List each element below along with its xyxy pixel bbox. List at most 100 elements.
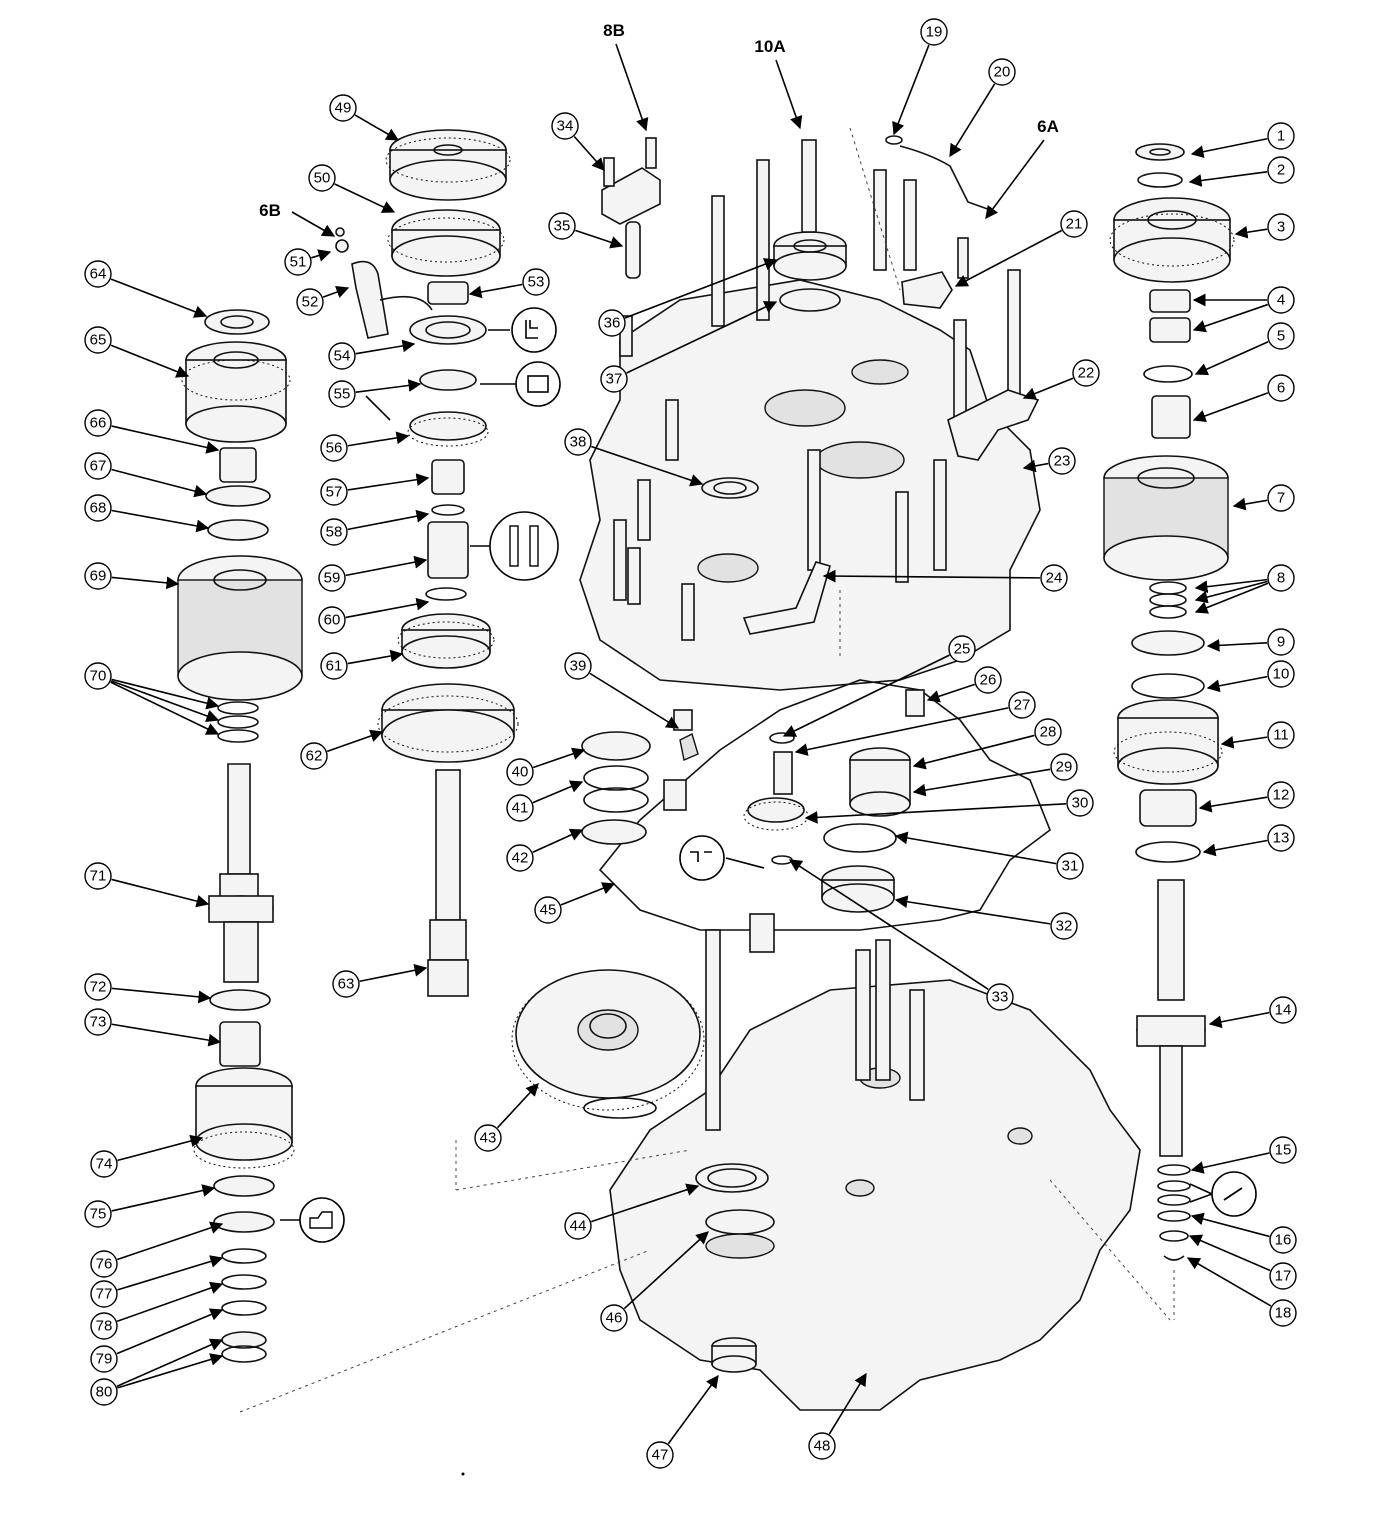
leader-arrow-25: [782, 654, 950, 737]
callout-bubble-36: [598, 309, 626, 337]
leader-arrow-63: [359, 963, 428, 983]
callout-3: 3: [1277, 219, 1285, 236]
callout-75: 75: [90, 1206, 107, 1223]
leader-arrow-56: [347, 431, 410, 447]
right-shaft-assembly: [1103, 143, 1235, 1320]
leader-arrow-57: [347, 473, 430, 491]
leader-arrow-23: [1022, 459, 1049, 473]
leader-arrow-8: [1194, 580, 1268, 604]
callout-46: 46: [606, 1310, 623, 1327]
callout-bubble-26: [974, 666, 1002, 694]
callout-bubble-37: [600, 365, 628, 393]
callout-47: 47: [652, 1447, 669, 1464]
callout-5: 5: [1277, 328, 1285, 345]
leader-arrow-78: [116, 1281, 224, 1323]
callout-bubble-25: [948, 635, 976, 663]
callout-30: 30: [1072, 795, 1089, 812]
callout-bubble-7: [1267, 484, 1295, 512]
callout-34: 34: [557, 118, 574, 135]
dowel-pin-icon: [679, 835, 725, 881]
gear-30: [743, 797, 809, 831]
callout-32: 32: [1056, 918, 1073, 935]
diff-gear-43: [511, 969, 705, 1119]
hose-20: [899, 145, 997, 213]
callout-59: 59: [324, 570, 341, 587]
callout-20: 20: [994, 64, 1011, 81]
leader-arrow-71: [111, 878, 210, 908]
leader-arrow-48: [828, 1372, 867, 1435]
shaft-14: [1136, 879, 1206, 1157]
callout-bubble-30: [1066, 789, 1094, 817]
leader-arrow-10: [1206, 675, 1268, 693]
callout-69: 69: [90, 568, 107, 585]
callout-bubble-79: [90, 1345, 118, 1373]
callout-bubble-8: [1267, 564, 1295, 592]
middle-shaft-assembly: [335, 129, 519, 997]
leader-arrow-38: [591, 445, 704, 487]
callout-53: 53: [528, 274, 545, 291]
callout-bubble-32: [1050, 912, 1078, 940]
leader-arrow-29: [912, 768, 1051, 797]
callout-bubble-5: [1267, 322, 1295, 350]
leader-arrow-54: [355, 339, 416, 355]
callout-bubble-70: [84, 662, 112, 690]
callout-bubble-16: [1269, 1226, 1297, 1254]
callout-bubble-3: [1267, 213, 1295, 241]
leader-arrow-15: [1190, 1152, 1270, 1174]
callout-bubble-66: [84, 409, 112, 437]
ref-label-10a: 10A: [754, 37, 785, 56]
leader-arrow-60: [345, 597, 430, 619]
callout-bubble-17: [1269, 1262, 1297, 1290]
callout-26: 26: [980, 672, 997, 689]
callout-bubble-61: [320, 652, 348, 680]
callout-bubble-73: [84, 1008, 112, 1036]
snap-ring-icon: [1211, 1171, 1257, 1217]
callout-51: 51: [290, 254, 307, 271]
callout-76: 76: [96, 1256, 113, 1273]
leader-arrow-73: [111, 1023, 222, 1047]
callout-45: 45: [540, 902, 557, 919]
callout-2: 2: [1277, 162, 1285, 179]
upper-housing: [579, 135, 1041, 691]
leader-arrow-32: [894, 895, 1051, 925]
callout-bubble-50: [308, 164, 336, 192]
leader-arrow-21: [954, 229, 1062, 287]
callout-38: 38: [570, 434, 587, 451]
callout-52: 52: [302, 294, 319, 311]
callout-1: 1: [1277, 128, 1285, 145]
callout-bubble-4: [1267, 286, 1295, 314]
leader-arrow-1: [1190, 137, 1268, 158]
leader-arrow-7: [1232, 497, 1268, 511]
callout-bubble-6: [1267, 374, 1295, 402]
callout-13: 13: [1273, 830, 1290, 847]
clutch-7: [1103, 455, 1229, 581]
callout-79: 79: [96, 1351, 113, 1368]
callout-29: 29: [1056, 759, 1073, 776]
leader-arrow-35: [575, 229, 624, 249]
callout-bubble-14: [1269, 996, 1297, 1024]
leader-arrow-4: [1192, 303, 1269, 333]
callout-bubble-60: [318, 606, 346, 634]
callout-bubble-12: [1267, 781, 1295, 809]
callout-bubble-33: [986, 983, 1014, 1011]
leader-arrow-64: [110, 278, 208, 318]
callout-4: 4: [1277, 292, 1285, 309]
callout-60: 60: [324, 612, 341, 629]
leader-arrow-58: [347, 509, 430, 531]
callout-50: 50: [314, 170, 331, 187]
callout-bubble-9: [1267, 628, 1295, 656]
callout-bubble-21: [1060, 210, 1088, 238]
callout-bubble-48: [808, 1432, 836, 1460]
callout-bubble-24: [1040, 564, 1068, 592]
callout-bubble-78: [90, 1312, 118, 1340]
callout-9: 9: [1277, 634, 1285, 651]
leader-arrow-67: [111, 468, 208, 498]
leader-arrow-46: [623, 1231, 709, 1310]
leader-arrow-53: [468, 283, 523, 299]
callout-bubble-11: [1267, 721, 1295, 749]
gear-61: [397, 613, 495, 669]
bolts-upper: [613, 139, 1021, 641]
callout-bubble-63: [332, 970, 360, 998]
gear-49: [385, 129, 511, 201]
callout-17: 17: [1275, 1268, 1292, 1285]
